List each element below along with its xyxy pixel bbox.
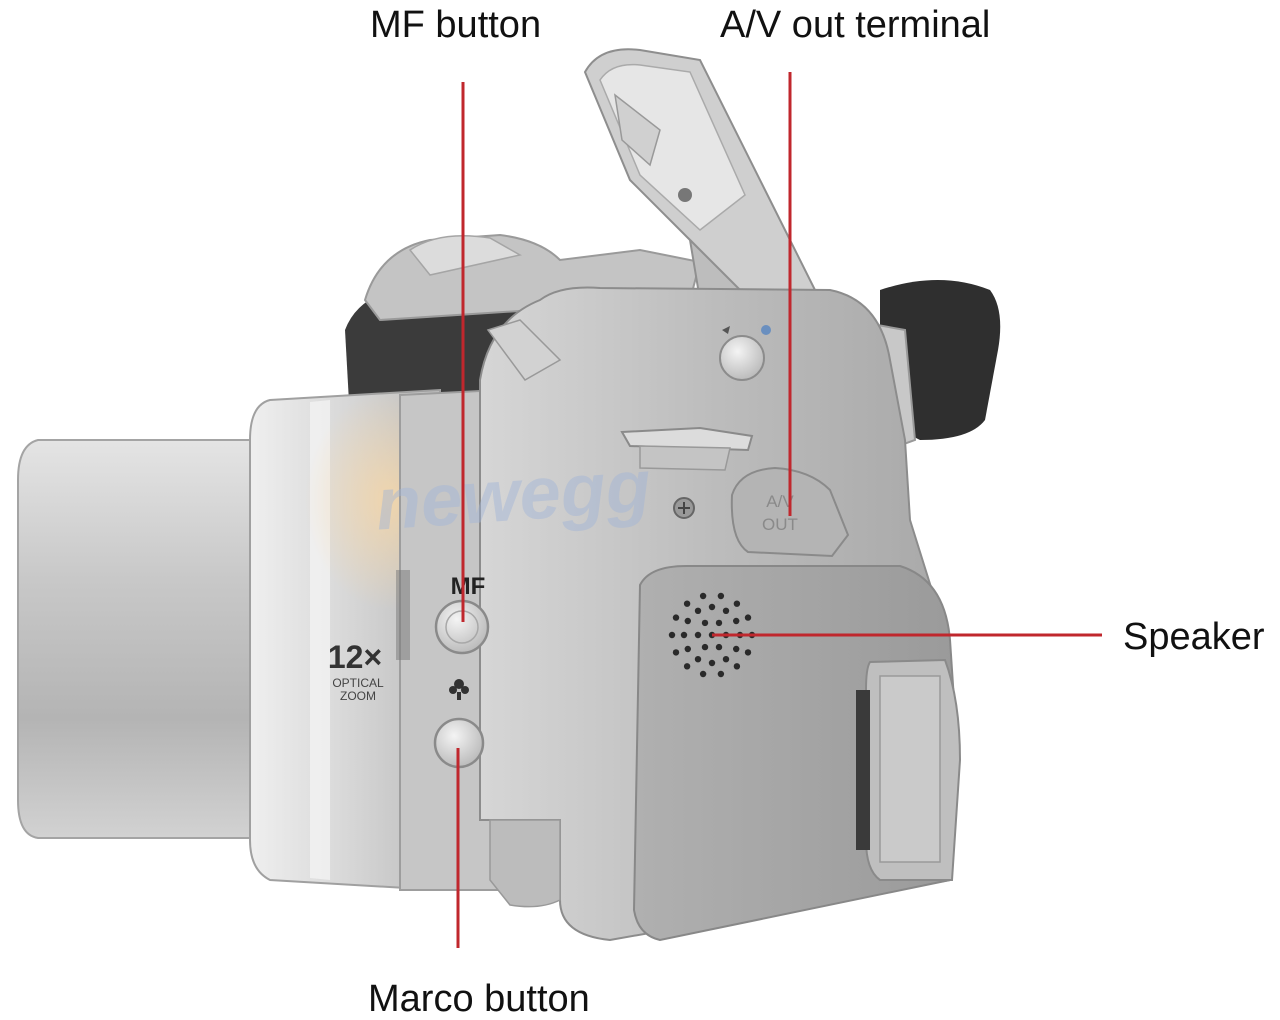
zoom-line2: ZOOM: [340, 689, 376, 703]
av-out-marking-line2: OUT: [762, 515, 798, 534]
callout-av-out-terminal: A/V out terminal: [720, 4, 991, 46]
callout-mf-button: MF button: [370, 4, 542, 46]
speaker-hole: [733, 617, 740, 625]
speaker-hole: [672, 649, 680, 656]
speaker-hole: [699, 592, 707, 600]
av-out-marking-line1: A/V: [766, 492, 794, 511]
speaker-hole: [680, 631, 688, 639]
flower-icon: [449, 679, 469, 700]
speaker-hole: [708, 659, 716, 667]
macro-button: [433, 679, 485, 769]
speaker-hole: [715, 619, 723, 627]
speaker-hole: [708, 603, 716, 611]
speaker-hole: [701, 643, 709, 651]
leader-lines: [456, 72, 1102, 948]
lens-barrel: [17, 388, 501, 892]
speaker-hole: [694, 631, 702, 639]
speaker-hole: [715, 643, 723, 651]
speaker-hole: [733, 600, 741, 607]
zoom-value: 12×: [328, 639, 382, 675]
speaker-hole: [694, 656, 702, 663]
speaker-hole: [733, 645, 740, 653]
mf-marking: MF: [451, 573, 486, 600]
zoom-line1: OPTICAL: [332, 676, 384, 690]
speaker-hole: [694, 607, 702, 614]
speaker-hole: [733, 663, 741, 670]
speaker-hole: [672, 614, 680, 621]
callout-macro-button: Marco button: [368, 978, 590, 1020]
speaker-hole: [701, 619, 709, 627]
speaker-hole: [717, 670, 725, 678]
speaker-hole: [717, 592, 725, 600]
memory-card-door: [856, 658, 962, 881]
speaker-hole: [722, 656, 730, 663]
speaker-hole: [683, 600, 691, 607]
speaker-hole: [668, 631, 676, 639]
mf-button: MF: [434, 573, 490, 655]
speaker-hole: [684, 617, 691, 625]
speaker-hole: [744, 649, 752, 656]
speaker-hole: [722, 607, 730, 614]
callout-speaker: Speaker: [1123, 616, 1265, 658]
newegg-watermark: newegg: [373, 444, 654, 546]
zoom-marking: 12× OPTICAL ZOOM: [328, 639, 384, 703]
speaker-hole: [684, 645, 691, 653]
speaker-hole: [744, 614, 752, 621]
speaker-hole: [699, 670, 707, 678]
speaker-hole: [683, 663, 691, 670]
